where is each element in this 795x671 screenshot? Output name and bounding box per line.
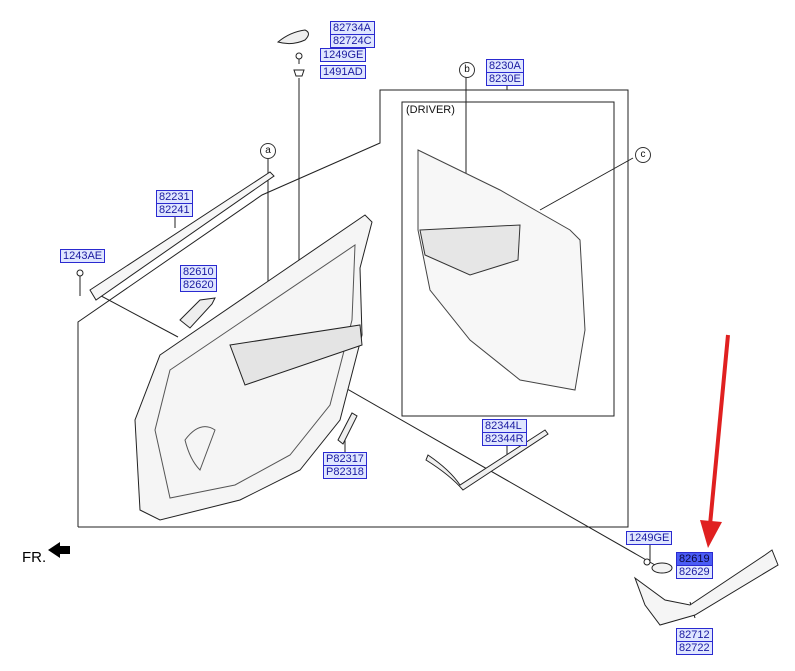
circle-marker-a: a — [260, 143, 276, 159]
callout-line: 82344L — [482, 419, 527, 433]
callout-82734[interactable]: 82734A 82724C — [330, 21, 375, 48]
callout-line: 82724C — [330, 34, 375, 48]
callout-1249ge-bottom[interactable]: 1249GE — [626, 531, 673, 545]
callout-line: 82241 — [156, 203, 193, 217]
callout-p82317[interactable]: P82317 P82318 — [323, 452, 367, 479]
oval-cap-part — [651, 562, 673, 574]
callout-line: P82317 — [323, 452, 367, 466]
molding-strip-part — [425, 429, 549, 491]
callout-line: 82629 — [676, 565, 713, 579]
callout-line: 82722 — [676, 641, 713, 655]
clip-part — [293, 69, 305, 77]
callout-82344[interactable]: 82344L 82344R — [482, 419, 527, 446]
callout-line: P82318 — [323, 465, 367, 479]
bolt-part — [76, 269, 84, 277]
circle-marker-b: b — [459, 62, 475, 78]
garnish-part — [633, 549, 779, 626]
front-label: FR. — [22, 549, 47, 566]
callout-line: 1243AE — [60, 249, 106, 263]
callout-line: 1249GE — [626, 531, 673, 545]
callout-8230[interactable]: 8230A 8230E — [486, 59, 524, 86]
callout-line: 82734A — [330, 21, 375, 35]
callout-line: 82620 — [180, 278, 217, 292]
callout-line-highlighted: 82619 — [676, 552, 713, 566]
callout-line: 82712 — [676, 628, 713, 642]
callout-82619[interactable]: 82619 82629 — [676, 552, 713, 579]
callout-1491ad[interactable]: 1491AD — [320, 65, 366, 79]
callout-line: 1491AD — [320, 65, 366, 79]
red-pointer-arrow — [708, 334, 730, 526]
reflector-part — [337, 412, 358, 445]
callout-1249ge-top[interactable]: 1249GE — [320, 48, 367, 62]
screw-part-lower — [643, 558, 651, 566]
callout-82610[interactable]: 82610 82620 — [180, 265, 217, 292]
driver-trim-panel — [417, 149, 586, 391]
screw-part — [295, 52, 303, 60]
callout-line: 1249GE — [320, 48, 367, 62]
callout-82712[interactable]: 82712 82722 — [676, 628, 713, 655]
callout-1243ae[interactable]: 1243AE — [60, 249, 106, 263]
cover-cap-part — [276, 29, 309, 45]
front-arrow-icon — [48, 542, 70, 558]
grip-handle-part — [179, 297, 216, 329]
circle-marker-c: c — [635, 147, 651, 163]
driver-inset-box — [401, 101, 615, 417]
red-pointer-arrowhead — [700, 520, 722, 548]
callout-line: 8230A — [486, 59, 524, 73]
driver-label: (DRIVER) — [406, 104, 455, 116]
callout-line: 82231 — [156, 190, 193, 204]
main-panel-box — [77, 89, 629, 528]
weatherstrip-part — [89, 171, 275, 301]
callout-line: 82610 — [180, 265, 217, 279]
callout-line: 82344R — [482, 432, 527, 446]
callout-82231[interactable]: 82231 82241 — [156, 190, 193, 217]
callout-line: 8230E — [486, 72, 524, 86]
